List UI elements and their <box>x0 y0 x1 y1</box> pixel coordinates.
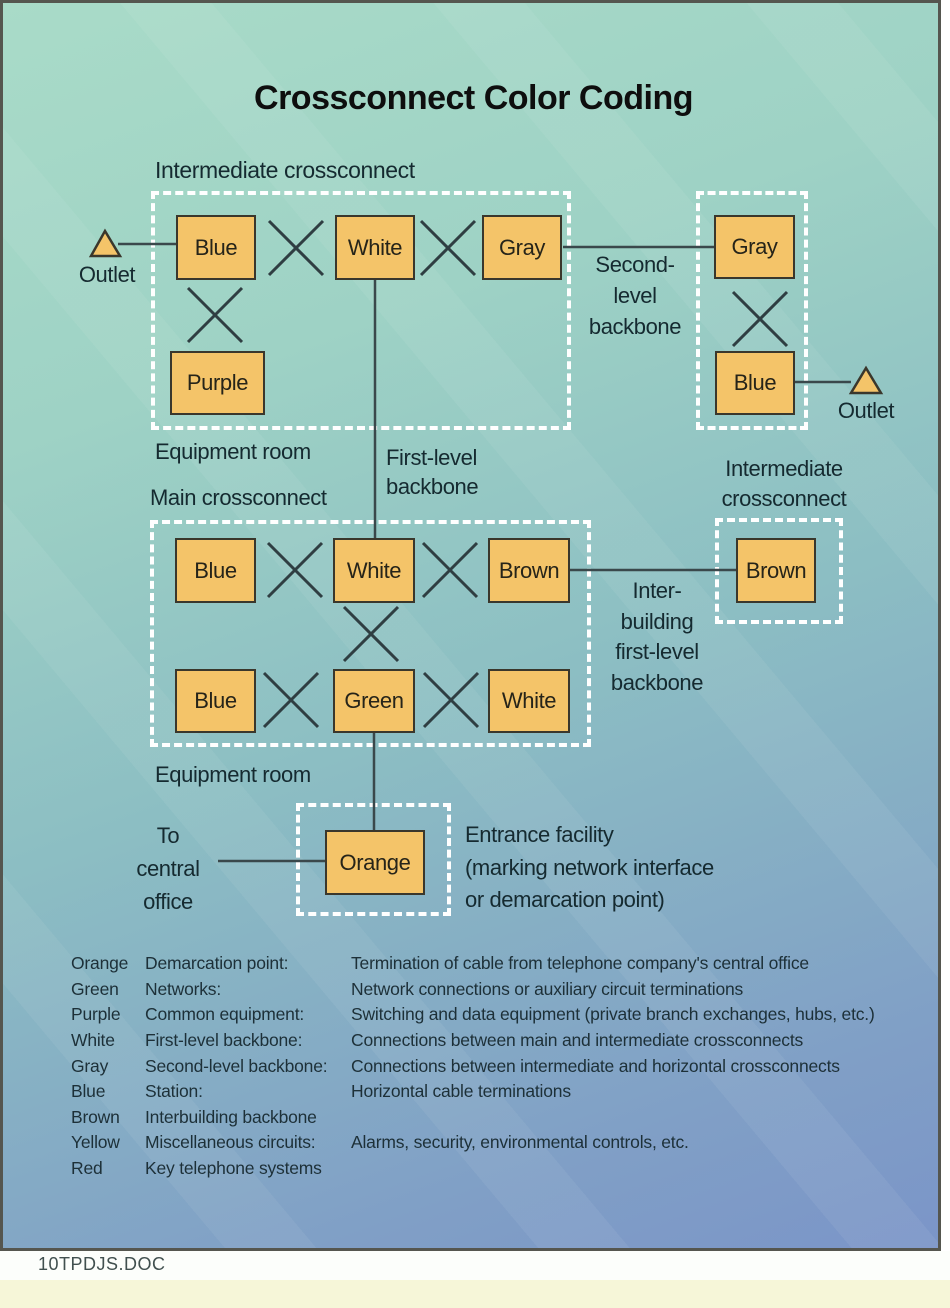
label-equipment-room-top: Equipment room <box>155 439 311 464</box>
box-label: Brown <box>745 557 807 583</box>
box-ic2-blue: Blue <box>715 351 795 415</box>
label-interbuilding-backbone: Inter- building first-level backbone <box>610 578 704 695</box>
box-label: Orange <box>339 849 411 875</box>
label-outlet-right: Outlet <box>837 398 895 423</box>
box-label: Blue <box>194 557 237 583</box>
box-label: Blue <box>733 370 777 395</box>
box-ic1-gray: Gray <box>482 215 562 280</box>
legend-row: Gray Second-level backbone: Connections be… <box>3 1053 944 1079</box>
legend-category: Demarcation point: <box>145 953 289 974</box>
x-icon-green-white-main <box>422 671 480 729</box>
connector-overlay <box>88 219 884 863</box>
legend-color: Yellow <box>71 1132 120 1153</box>
footer-strip: 10TPDJS.DOC <box>0 1251 950 1280</box>
color-code-legend: Orange Demarcation point: Termination of c… <box>3 951 944 1181</box>
x-icon-blue-white-top <box>267 219 325 277</box>
box-ic3-brown: Brown <box>736 538 816 603</box>
box-label: Gray <box>731 234 778 259</box>
label-equipment-room-bottom: Equipment room <box>155 762 311 787</box>
legend-row: Orange Demarcation point: Termination of c… <box>3 951 944 977</box>
box-entrance-orange: Orange <box>325 830 425 895</box>
legend-description: Connections between main and intermediat… <box>351 1030 804 1051</box>
label-outlet-left: Outlet <box>78 262 136 287</box>
label-entrance-facility: Entrance facility (marking network inter… <box>465 822 714 912</box>
legend-category: Key telephone systems <box>145 1158 322 1179</box>
legend-row: Red Key telephone systems <box>3 1156 944 1182</box>
outlet-triangle-right-icon <box>848 365 884 395</box>
box-ic2-gray: Gray <box>714 215 795 279</box>
x-icon-blue-white-main <box>266 541 324 599</box>
box-ic1-white: White <box>335 215 415 280</box>
box-mc-blue-bottom: Blue <box>175 669 256 733</box>
legend-row: White First-level backbone: Connections be… <box>3 1028 944 1054</box>
legend-color: Gray <box>71 1055 109 1076</box>
legend-description: Switching and data equipment (private br… <box>351 1004 875 1025</box>
box-mc-green: Green <box>333 669 415 733</box>
bottom-cream-strip <box>0 1280 950 1308</box>
legend-color: Red <box>71 1158 103 1179</box>
box-label: Blue <box>194 688 237 713</box>
box-mc-blue-top: Blue <box>175 538 256 603</box>
box-label: Purple <box>186 370 249 395</box>
x-icon-white-brown-main <box>421 541 479 599</box>
box-label: White <box>346 557 402 583</box>
label-intermediate-crossconnect-right: Intermediate crossconnect <box>721 456 847 511</box>
legend-row: Green Networks: Network connections or aux… <box>3 977 944 1003</box>
x-icon-gray-blue-right <box>731 290 789 348</box>
box-label: Brown <box>498 557 560 583</box>
box-label: White <box>501 688 557 713</box>
region-intermediate-crossconnect-left <box>151 191 571 430</box>
box-label: Green <box>344 688 404 713</box>
legend-description: Network connections or auxiliary circuit… <box>351 978 744 999</box>
crossconnect-x-icons <box>186 219 789 729</box>
x-icon-blue-green-main <box>262 671 320 729</box>
legend-description: Termination of cable from telephone comp… <box>351 953 809 974</box>
page-title: Crossconnect Color Coding <box>254 79 693 117</box>
legend-category: First-level backbone: <box>145 1030 303 1051</box>
box-label: Gray <box>498 234 546 260</box>
legend-color: Orange <box>71 953 129 974</box>
diagram-panel: Crossconnect Color Coding <box>0 0 941 1251</box>
box-ic1-blue: Blue <box>176 215 256 280</box>
box-mc-white-top: White <box>333 538 415 603</box>
box-ic1-purple: Purple <box>170 351 265 415</box>
legend-row: Brown Interbuilding backbone <box>3 1105 944 1131</box>
label-main-crossconnect: Main crossconnect <box>150 485 327 510</box>
legend-description: Horizontal cable terminations <box>351 1081 571 1102</box>
legend-color: White <box>71 1030 115 1051</box>
legend-color: Blue <box>71 1081 106 1102</box>
box-mc-white-bottom: White <box>488 669 570 733</box>
x-icon-white-gray-top <box>419 219 477 277</box>
legend-row: Blue Station: Horizontal cable termination… <box>3 1079 944 1105</box>
legend-category: Interbuilding backbone <box>145 1106 317 1127</box>
label-intermediate-crossconnect-top: Intermediate crossconnect <box>155 157 415 183</box>
legend-category: Second-level backbone: <box>145 1055 328 1076</box>
box-mc-brown: Brown <box>488 538 570 603</box>
x-icon-white-green-main <box>342 605 400 663</box>
legend-description: Connections between intermediate and hor… <box>351 1055 840 1076</box>
legend-color: Purple <box>71 1004 121 1025</box>
legend-row: Yellow Miscellaneous circuits: Alarms, sec… <box>3 1130 944 1156</box>
box-label: Blue <box>194 234 238 260</box>
label-first-level-backbone: First-level backbone <box>386 445 479 499</box>
legend-row: Purple Common equipment: Switching and dat… <box>3 1002 944 1028</box>
label-second-level-backbone: Second- level backbone <box>588 252 682 339</box>
legend-category: Common equipment: <box>145 1004 305 1025</box>
legend-category: Miscellaneous circuits: <box>145 1132 316 1153</box>
document-filename: 10TPDJS.DOC <box>38 1254 166 1274</box>
legend-category: Networks: <box>145 978 221 999</box>
legend-description: Alarms, security, environmental controls… <box>351 1132 689 1153</box>
outlet-triangle-left-icon <box>88 228 123 258</box>
legend-color: Brown <box>71 1106 120 1127</box>
region-intermediate-crossconnect-topright <box>696 191 808 430</box>
connector-lines <box>118 242 851 863</box>
label-to-central-office: To central office <box>136 823 200 914</box>
x-icon-blue-purple <box>186 286 244 344</box>
box-label: White <box>347 234 403 260</box>
legend-category: Station: <box>145 1081 203 1102</box>
region-main-crossconnect <box>150 520 591 747</box>
outlet-triangles <box>88 228 884 395</box>
legend-color: Green <box>71 978 119 999</box>
